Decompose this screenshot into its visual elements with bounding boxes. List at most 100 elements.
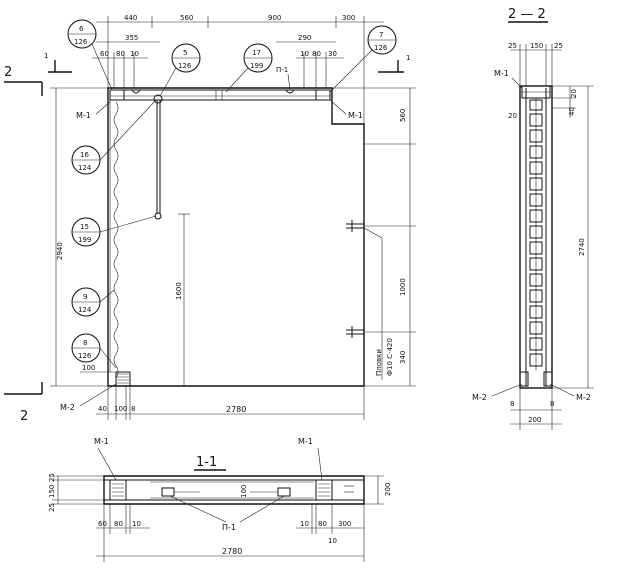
callout-17-top: 17 [252, 49, 261, 57]
s22-dim-20: 20 [508, 112, 517, 120]
dim-290: 290 [298, 34, 311, 42]
dim-355: 355 [125, 34, 138, 42]
dim-100b: 100 [114, 405, 127, 413]
callout-6-bottom: 126 [74, 38, 88, 46]
hanger-ring [153, 94, 163, 104]
section-mark-1-right: 1 [406, 54, 410, 62]
s22-label-m2-left: М-2 [472, 393, 487, 402]
callout-8-126: 8 126 [71, 333, 117, 369]
s11-dim-25b: 25 [48, 503, 56, 512]
dim-2780: 2780 [226, 405, 246, 414]
callout-5-bottom: 126 [178, 62, 192, 70]
callout-5-126: 5 126 [159, 43, 201, 97]
section-mark-2-bottom: 2 [20, 409, 28, 424]
wavy-edge [113, 101, 119, 379]
label-m2-main: М-2 [60, 403, 75, 412]
s11-dim-300: 300 [338, 520, 351, 528]
s11-dim-80b: 80 [318, 520, 327, 528]
panel-outline [107, 87, 365, 387]
dim-10: 10 [130, 50, 139, 58]
label-m1-right: М-1 [348, 111, 363, 120]
s11-loop-right [277, 487, 291, 497]
dim-900: 900 [268, 14, 281, 22]
s11-plate-left [109, 479, 127, 501]
dim-8: 8 [131, 405, 135, 413]
right-dimensions: 560 1000 340 Пловки Ф10 С-420 [332, 87, 416, 387]
callout-6-top: 6 [79, 25, 84, 33]
left-dimensions: 2940 [50, 87, 108, 387]
s11-dim-80: 80 [114, 520, 123, 528]
section-2-2-plate-right [543, 371, 553, 387]
section-1-marks: 1 1 [44, 52, 410, 73]
dim-100: 100 [82, 364, 95, 372]
callout-15-top: 15 [80, 223, 89, 231]
embedded-part-lower [346, 326, 364, 338]
s22-dim-25: 25 [508, 42, 517, 50]
s11-plate-right [315, 479, 333, 501]
s11-dim-200: 200 [384, 483, 392, 496]
dim-1000: 1000 [399, 278, 407, 296]
s22-dim-2740: 2740 [578, 238, 586, 256]
section-mark-2-top: 2 [4, 65, 12, 80]
label-m1-left: М-1 [76, 111, 91, 120]
s22-dim-8: 8 [510, 400, 514, 408]
s11-dim-25: 25 [48, 473, 56, 482]
s11-dim-2780: 2780 [222, 547, 242, 556]
section-mark-1-left: 1 [44, 52, 48, 60]
dim-60: 60 [100, 50, 109, 58]
callout-9-bottom: 124 [78, 306, 92, 314]
embedded-part-upper [346, 220, 364, 232]
dim-40: 40 [98, 405, 107, 413]
beam-end-right [315, 89, 331, 101]
s11-plate-right-hatch [318, 483, 330, 497]
plaque-label-1: Пловки [375, 349, 383, 376]
section-1-1-title: 1-1 [196, 455, 217, 470]
callout-17-199: 17 199 [225, 43, 273, 93]
dim-440: 440 [124, 14, 137, 22]
loop-mark-1 [285, 89, 295, 94]
s22-dim-150: 150 [530, 42, 543, 50]
dim-300: 300 [342, 14, 355, 22]
callout-15-199: 15 199 [71, 215, 157, 247]
dim-340: 340 [399, 351, 407, 364]
callout-7-126: 7 126 [329, 25, 397, 93]
s22-label-m2-right: М-2 [576, 393, 591, 402]
section-2-2: 2 — 2 25 150 25 М-1 20 20 40 2740 [472, 7, 594, 430]
s11-dim-100: 100 [240, 485, 248, 498]
section-2-2-voids [529, 99, 543, 367]
callout-9-124: 9 124 [71, 287, 115, 317]
s11-dim-10b: 10 [300, 520, 309, 528]
s11-dim-10c: 10 [328, 537, 337, 545]
loop-mark-2 [131, 89, 141, 94]
callout-6-126: 6 126 [67, 19, 113, 91]
callout-16-124: 16 124 [71, 99, 157, 175]
dim-30: 30 [328, 50, 337, 58]
main-m-labels: М-1 М-1 М-2 П-1 [60, 66, 363, 412]
callout-7-bottom: 126 [374, 44, 388, 52]
s11-dim-60: 60 [98, 520, 107, 528]
callout-5-top: 5 [183, 49, 187, 57]
callout-16-top: 16 [80, 151, 89, 159]
s11-label-m1-left: М-1 [94, 437, 109, 446]
dim-1600: 1600 [175, 282, 183, 300]
callout-8-top: 8 [83, 339, 87, 347]
section-2-2-plate-left [519, 371, 529, 387]
section-2-marks: 2 2 [4, 65, 43, 424]
beam-end-left [109, 89, 125, 101]
s11-dim-10: 10 [132, 520, 141, 528]
label-p1-top: П-1 [276, 66, 288, 74]
s22-label-m1: М-1 [494, 69, 509, 78]
callout-16-bottom: 124 [78, 164, 92, 172]
dim-2940: 2940 [56, 242, 64, 260]
dim-560: 560 [180, 14, 193, 22]
callout-15-bottom: 199 [78, 236, 91, 244]
dim-10b: 10 [300, 50, 309, 58]
top-dimensions: 440 560 900 300 355 60 80 10 290 10 80 3… [92, 14, 384, 124]
section-1-1: 1-1 100 25 150 25 200 [48, 437, 392, 562]
s11-loop-left [161, 487, 175, 497]
s11-label-p1: П-1 [222, 523, 236, 532]
s22-dim-20b: 20 [570, 89, 578, 98]
callout-17-bottom: 199 [250, 62, 263, 70]
bottom-dimensions: 100 40 100 8 2780 [80, 364, 365, 420]
